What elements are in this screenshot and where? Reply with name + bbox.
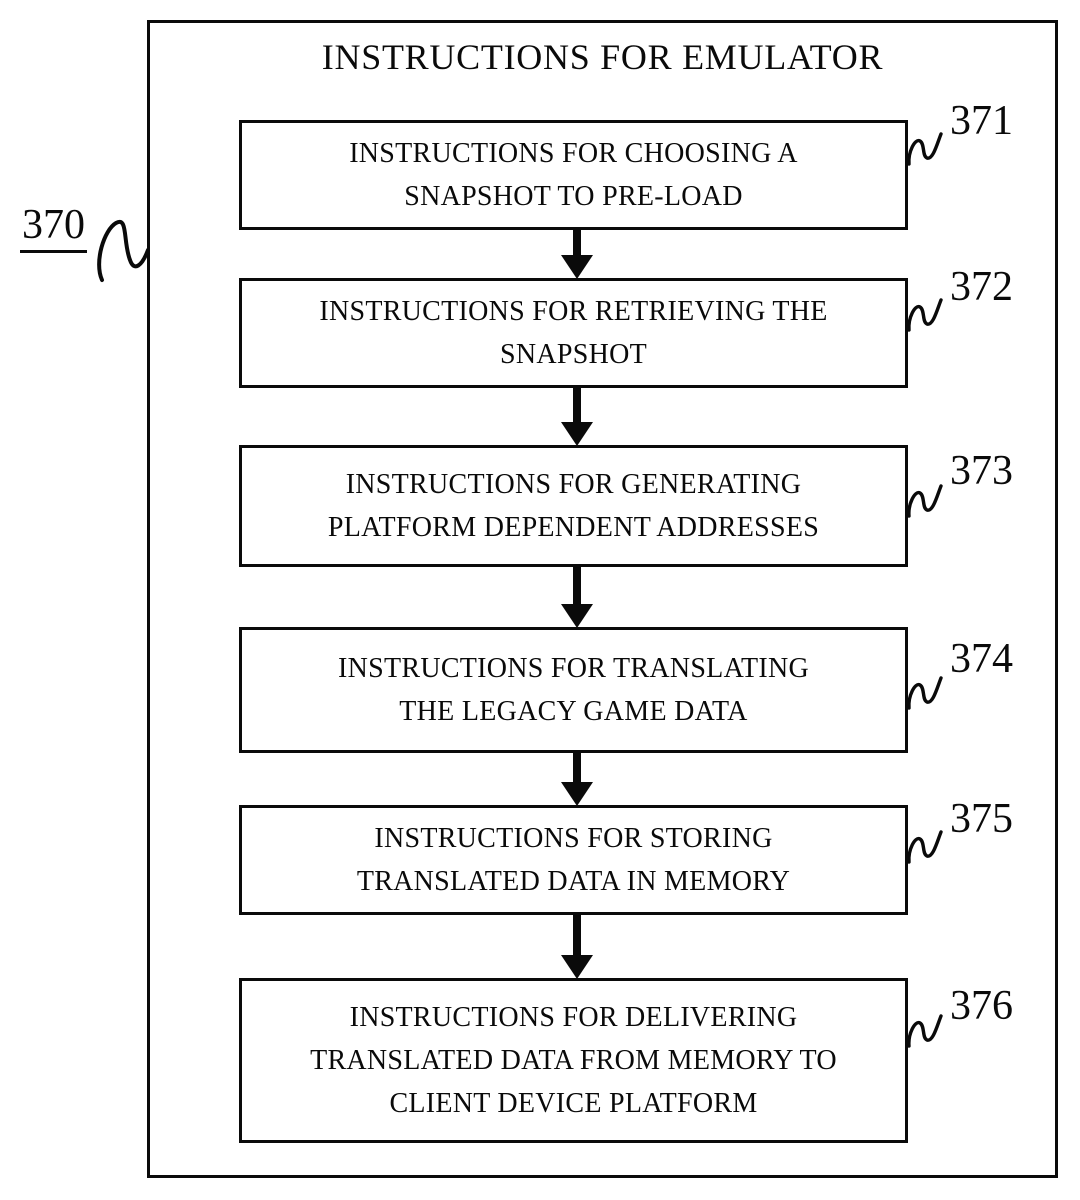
down-arrow-1 [545, 229, 609, 279]
ref-label-376: 376 [950, 983, 1013, 1029]
ref-label-373: 373 [950, 448, 1013, 494]
diagram-title: INSTRUCTIONS FOR EMULATOR [321, 37, 884, 77]
figure-ref-label: 370 [20, 202, 87, 253]
ref-squiggle-371 [907, 132, 943, 166]
arrow-stem [573, 566, 581, 604]
ref-label-374: 374 [950, 636, 1013, 682]
flow-box-translate-game-data: INSTRUCTIONS FOR TRANSLATING THE LEGACY … [239, 627, 908, 753]
ref-label-372: 372 [950, 264, 1013, 310]
arrow-stem [573, 752, 581, 782]
arrow-stem [573, 914, 581, 955]
figure-ref-squiggle-line [97, 219, 150, 282]
flow-box-deliver-translated-data: INSTRUCTIONS FOR DELIVERING TRANSLATED D… [239, 978, 908, 1143]
down-arrow-5 [545, 914, 609, 979]
arrow-head-icon [561, 422, 593, 446]
arrow-stem [573, 387, 581, 422]
arrow-head-icon [561, 255, 593, 279]
down-arrow-2 [545, 387, 609, 446]
flow-box-choose-snapshot: INSTRUCTIONS FOR CHOOSING A SNAPSHOT TO … [239, 120, 908, 230]
flow-box-store-translated-data: INSTRUCTIONS FOR STORING TRANSLATED DATA… [239, 805, 908, 915]
arrow-head-icon [561, 955, 593, 979]
ref-squiggle-372 [907, 298, 943, 332]
down-arrow-3 [545, 566, 609, 628]
ref-squiggle-376 [907, 1014, 943, 1048]
ref-squiggle-375 [907, 830, 943, 864]
down-arrow-4 [545, 752, 609, 806]
arrow-stem [573, 229, 581, 255]
flow-box-retrieve-snapshot: INSTRUCTIONS FOR RETRIEVING THE SNAPSHOT [239, 278, 908, 388]
flow-box-generate-addresses: INSTRUCTIONS FOR GENERATING PLATFORM DEP… [239, 445, 908, 567]
ref-label-375: 375 [950, 796, 1013, 842]
arrow-head-icon [561, 782, 593, 806]
arrow-head-icon [561, 604, 593, 628]
ref-squiggle-374 [907, 676, 943, 710]
ref-squiggle-373 [907, 484, 943, 518]
ref-label-371: 371 [950, 98, 1013, 144]
